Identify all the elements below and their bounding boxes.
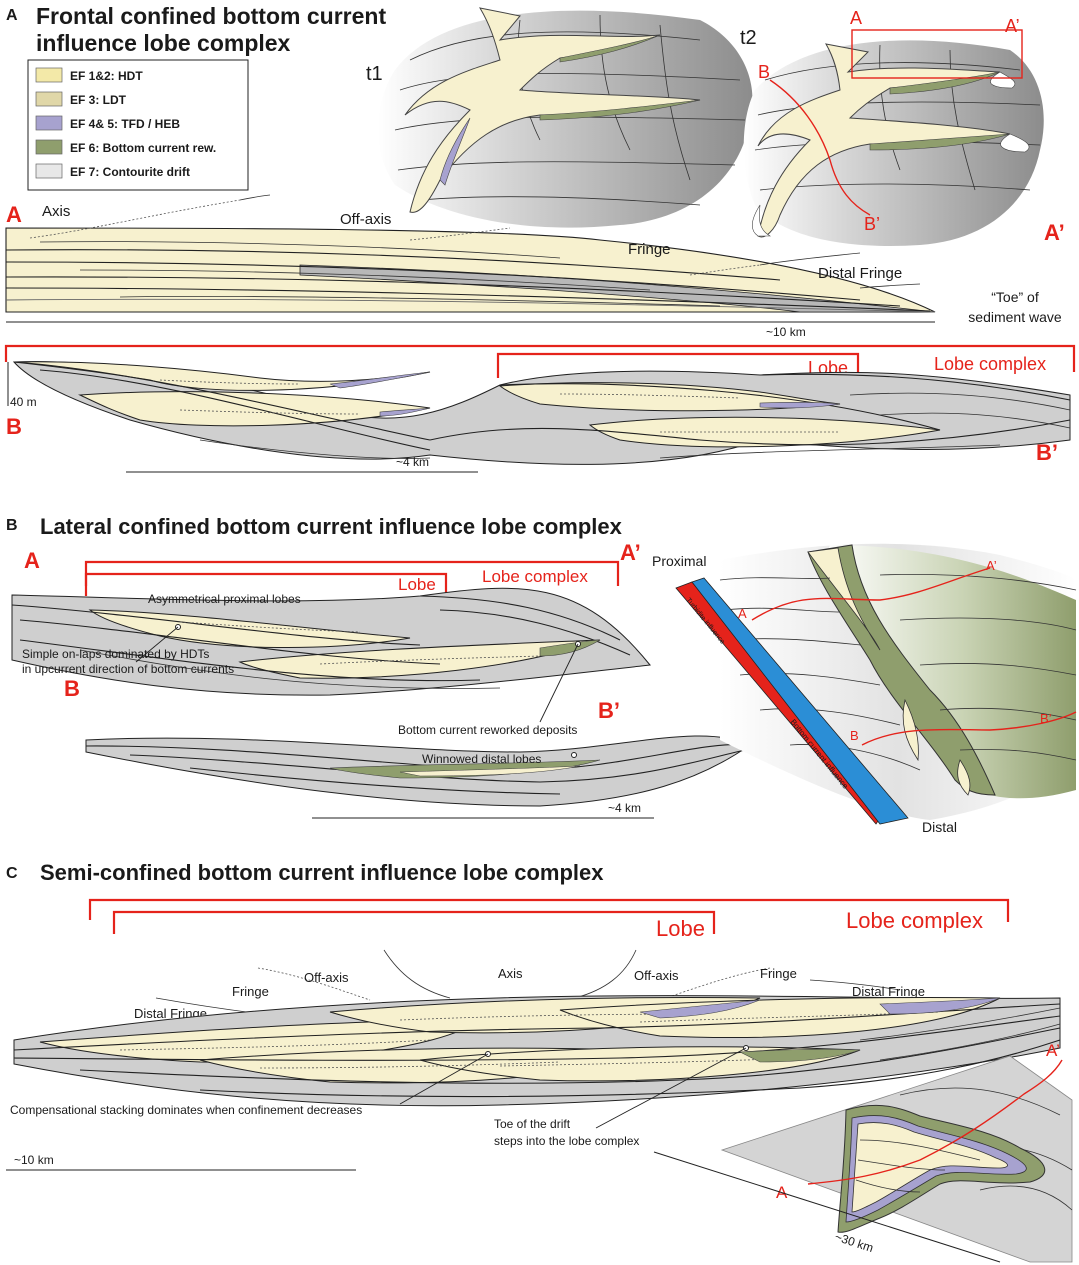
- panel-a-title-line1: Frontal confined bottom current: [36, 3, 386, 29]
- onlap-label-line2: in upcurrent direction of bottom current…: [22, 662, 234, 676]
- panel-b-lobe-complex-label: Lobe complex: [482, 567, 588, 586]
- panel-b: B Lateral confined bottom current influe…: [6, 514, 1077, 835]
- toe-drift-label-line2: steps into the lobe complex: [494, 1134, 639, 1148]
- panel-c-scale-10km: ~10 km: [14, 1153, 54, 1167]
- legend-swatch-ef6: [35, 139, 63, 155]
- panel-b-section-b-prime: B’: [598, 698, 620, 723]
- panel-b-section-b: B: [64, 676, 80, 701]
- panel-c-letter: C: [6, 865, 18, 882]
- toe-label-line2: sediment wave: [968, 309, 1062, 325]
- t2-map-a: A: [850, 8, 862, 28]
- legend-label-ef3: EF 3: LDT: [70, 93, 127, 107]
- panel-b-title: Lateral confined bottom current influenc…: [40, 514, 623, 539]
- bottom-current-influence-bar: [691, 577, 909, 825]
- panel-c-axis-label: Axis: [498, 966, 523, 981]
- block-diagram-t2: A A’ B B’: [743, 8, 1044, 246]
- toe-label-line1: “Toe” of: [991, 289, 1039, 305]
- panel-b-section-a: A: [24, 548, 40, 573]
- legend-label-ef6: EF 6: Bottom current rew.: [70, 141, 216, 155]
- panel-c-off-axis-left: Off-axis: [304, 970, 349, 985]
- t2-map-b-prime: B’: [864, 214, 880, 234]
- legend-label-ef12: EF 1&2: HDT: [70, 69, 143, 83]
- panel-a: A Frontal confined bottom current influe…: [4, 3, 1076, 473]
- section-b-prime-label: B’: [1036, 440, 1058, 465]
- t2-map-a-prime: A’: [1005, 16, 1020, 36]
- section-a-a-prime: A A’ Axis Off-axis Fringe Distal Fringe …: [5, 194, 1065, 339]
- panel-b-map-b-prime: B’: [1040, 711, 1052, 726]
- panel-b-lobe-bracket: [84, 572, 448, 596]
- t1-label: t1: [366, 63, 383, 85]
- panel-b-map-a: A: [738, 606, 747, 621]
- toe-drift-label-line1: Toe of the drift: [494, 1117, 571, 1131]
- legend-swatch-ef12: [35, 67, 63, 83]
- vertical-scale-label: 40 m: [10, 395, 37, 409]
- lobe-complex-label: Lobe complex: [934, 354, 1046, 374]
- section-a-prime-label: A’: [1044, 220, 1065, 245]
- panel-c-distal-fringe-right: Distal Fringe: [852, 984, 925, 999]
- distal-label: Distal: [922, 819, 957, 835]
- panel-c-lobe-bracket: [112, 910, 716, 934]
- fringe-label: Fringe: [628, 241, 671, 258]
- panel-c: C Semi-confined bottom current influence…: [6, 860, 1073, 1263]
- scale-10km-label: ~10 km: [766, 325, 806, 339]
- onlap-label-line1: Simple on-laps dominated by HDTs: [22, 647, 209, 661]
- legend-swatch-ef45: [35, 115, 63, 131]
- off-axis-label: Off-axis: [340, 211, 391, 228]
- legend: EF 1&2: HDT EF 3: LDT EF 4& 5: TFD / HEB…: [27, 59, 249, 191]
- scale-4km-label: ~4 km: [396, 455, 429, 469]
- distal-fringe-label: Distal Fringe: [818, 265, 902, 282]
- legend-box: [27, 59, 249, 191]
- block-diagram-t1: [378, 7, 753, 228]
- panel-b-map-b: B: [850, 728, 859, 743]
- panel-c-off-axis-right: Off-axis: [634, 968, 679, 983]
- legend-label-ef45: EF 4& 5: TFD / HEB: [70, 117, 180, 131]
- panel-b-lobe-label: Lobe: [398, 575, 436, 594]
- panel-c-lobe-complex-bracket: [88, 898, 1010, 922]
- proximal-label: Proximal: [652, 553, 706, 569]
- lobe-complex-bracket: [4, 344, 1076, 372]
- t2-label: t2: [740, 27, 757, 49]
- compensational-label: Compensational stacking dominates when c…: [10, 1103, 362, 1117]
- panel-a-title-line2: influence lobe complex: [36, 30, 291, 56]
- section-b-b-prime: Lobe Lobe complex 40 m B: [4, 344, 1076, 473]
- panel-c-map-a-prime: A’: [1046, 1041, 1060, 1060]
- panel-c-lobe-label: Lobe: [656, 916, 705, 941]
- reworked-deposits-label: Bottom current reworked deposits: [398, 723, 577, 737]
- section-b-label: B: [6, 414, 22, 439]
- panel-c-lobe-complex-label: Lobe complex: [846, 908, 983, 933]
- panel-a-letter: A: [6, 7, 18, 24]
- axis-label: Axis: [42, 203, 70, 220]
- section-a-label: A: [6, 202, 22, 227]
- legend-label-ef7: EF 7: Contourite drift: [70, 165, 190, 179]
- map-box-a-a-prime: [851, 29, 1023, 79]
- legend-swatch-ef3: [35, 91, 63, 107]
- panel-c-fringe-right: Fringe: [760, 966, 797, 981]
- panel-b-map-a-prime: A’: [986, 558, 997, 573]
- panel-c-scale-30km: ~30 km: [833, 1230, 875, 1256]
- panel-b-section-a-prime: A’: [620, 540, 641, 565]
- panel-b-letter: B: [6, 517, 18, 534]
- lobe-bracket: [496, 352, 860, 378]
- asymmetrical-lobes-label: Asymmetrical proximal lobes: [148, 592, 301, 606]
- panel-c-fringe-left: Fringe: [232, 984, 269, 999]
- legend-swatch-ef7: [35, 163, 63, 179]
- panel-c-title: Semi-confined bottom current influence l…: [40, 860, 604, 885]
- panel-b-scale-4km: ~4 km: [608, 801, 641, 815]
- winnowed-lobes-label: Winnowed distal lobes: [422, 752, 541, 766]
- t2-map-b: B: [758, 62, 770, 82]
